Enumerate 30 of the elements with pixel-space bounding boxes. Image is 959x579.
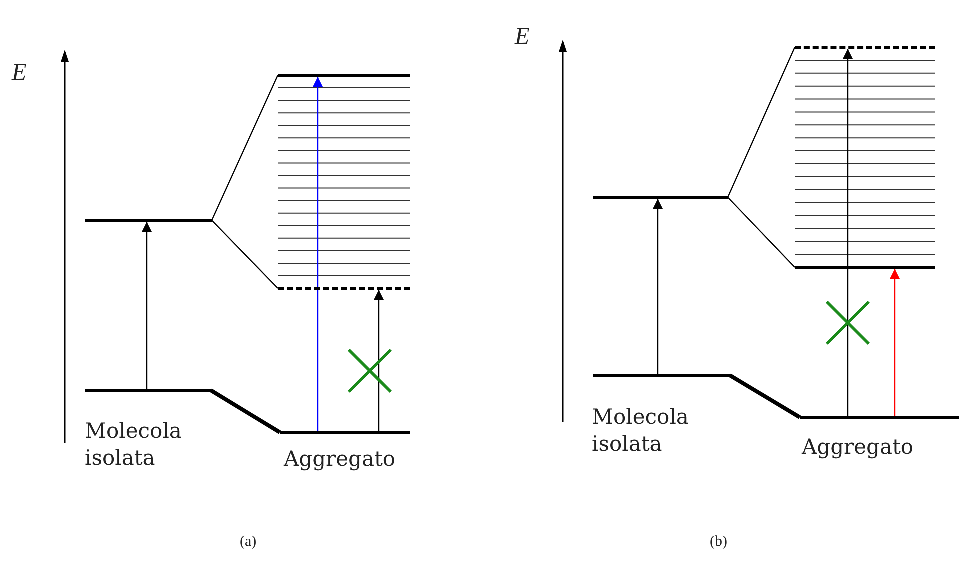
- connector-line: [728, 197, 796, 268]
- energy-level-line: [278, 287, 410, 290]
- transition-arrow: [653, 199, 663, 374]
- axis-label: E: [515, 23, 530, 52]
- aggregate-label: Aggregato: [284, 446, 396, 473]
- energy-level-line: [278, 74, 410, 77]
- energy-level-line: [795, 46, 935, 49]
- energy-level-line: [280, 431, 410, 434]
- molecule-label: Molecola isolata: [592, 404, 690, 458]
- energy-level-line: [800, 416, 959, 419]
- connector-line: [727, 47, 796, 198]
- panel-label: (a): [240, 533, 257, 552]
- panel-label: (b): [710, 533, 728, 552]
- energy-level-line: [593, 374, 730, 377]
- energy-level-line: [85, 389, 211, 392]
- aggregate-label: Aggregato: [802, 434, 914, 461]
- connector-line: [210, 388, 282, 434]
- energy-level-line: [593, 196, 728, 199]
- connector-line: [728, 374, 802, 420]
- energy-level-line: [85, 219, 212, 222]
- transition-arrow: [313, 77, 323, 431]
- axis-label: E: [12, 59, 27, 88]
- molecule-label: Molecola isolata: [85, 418, 183, 472]
- connector-line: [212, 220, 278, 289]
- transition-arrow: [843, 49, 853, 416]
- transition-arrow: [142, 222, 152, 389]
- transition-arrow: [890, 269, 900, 416]
- energy-level-line: [795, 266, 935, 269]
- transition-arrow: [374, 290, 384, 431]
- connector-line: [211, 75, 279, 221]
